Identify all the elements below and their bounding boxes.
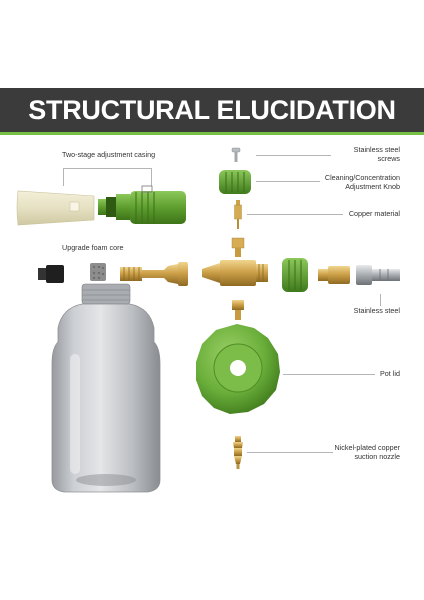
- leader-line-casing-left: [63, 168, 64, 186]
- label-pot-lid: Pot lid: [380, 369, 400, 378]
- leader-line-stainless: [380, 294, 381, 306]
- main-brass-body: [202, 260, 268, 286]
- label-adjustment-casing: Two-stage adjustment casing: [62, 150, 156, 159]
- brass-threaded-connector: [120, 262, 188, 286]
- product-image-frame: STRUCTURAL ELUCIDATION Two-stage adjustm…: [0, 88, 424, 512]
- label-copper: Copper material: [348, 209, 400, 218]
- brass-adapter: [318, 266, 350, 284]
- beige-casing-cap: [16, 190, 95, 226]
- foam-core-mesh: [90, 263, 106, 281]
- green-coupler: [282, 258, 308, 292]
- leader-line-nozzle: [247, 452, 333, 453]
- leader-line-screws: [256, 155, 331, 156]
- label-screws-line2: screws: [377, 154, 400, 163]
- leader-line-pot-lid: [283, 374, 375, 375]
- title-banner: [0, 88, 424, 132]
- leader-line-casing-right: [151, 168, 152, 186]
- brass-bottom-fitting: [232, 300, 244, 320]
- leader-line-casing: [63, 168, 151, 169]
- transparent-foam-bottle: [51, 283, 161, 493]
- label-screws-line1: Stainless steel: [353, 145, 400, 154]
- label-nozzle-line2: suction nozzle: [354, 452, 400, 461]
- label-foam-core: Upgrade foam core: [62, 243, 124, 252]
- banner-accent-strip: [0, 132, 424, 135]
- leader-line-knob: [256, 181, 320, 182]
- stainless-quick-connector: [356, 265, 400, 285]
- adjustment-knob: [219, 170, 251, 194]
- banner-title: STRUCTURAL ELUCIDATION: [28, 95, 396, 125]
- label-nozzle-line1: Nickel-plated copper: [334, 443, 400, 452]
- copper-needle: [234, 200, 242, 229]
- foam-core-end-cap: [38, 265, 64, 283]
- stainless-screw: [231, 147, 241, 162]
- label-stainless-steel: Stainless steel: [353, 306, 400, 315]
- leader-line-copper: [247, 214, 343, 215]
- label-knob-line2: Adjustment Knob: [345, 182, 400, 191]
- label-knob-line1: Cleaning/Concentration: [324, 173, 400, 182]
- pot-lid: [196, 324, 280, 414]
- green-adjustment-body: [98, 185, 186, 224]
- brass-top-fitting: [231, 237, 245, 257]
- suction-nozzle: [233, 436, 243, 469]
